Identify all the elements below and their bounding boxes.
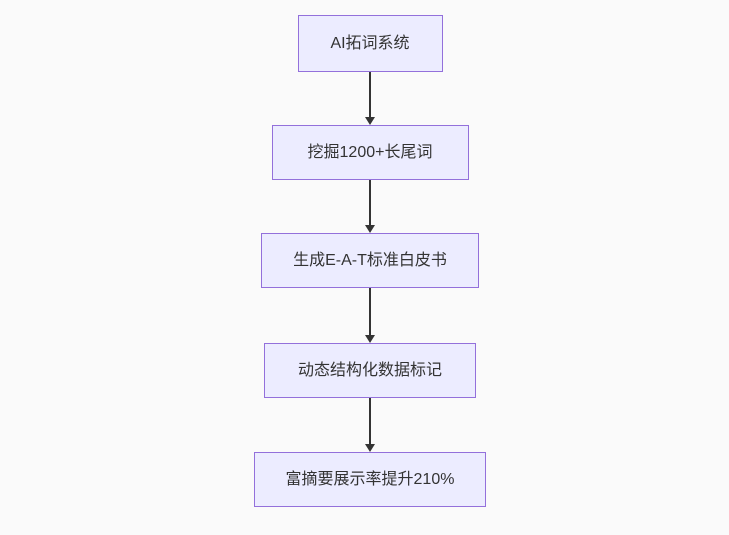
edge-line <box>369 288 371 335</box>
flowchart-edge <box>365 72 375 125</box>
flowchart-edge <box>365 398 375 452</box>
flowchart-node-longtail-mining: 挖掘1200+长尾词 <box>271 125 469 180</box>
flowchart: AI拓词系统 挖掘1200+长尾词 生成E-A-T标准白皮书 动态结构化数据标记… <box>254 15 486 507</box>
edge-line <box>369 72 371 117</box>
arrow-down-icon <box>365 225 375 233</box>
flowchart-node-structured-data-markup: 动态结构化数据标记 <box>264 343 476 398</box>
edge-line <box>369 180 371 225</box>
edge-line <box>369 398 371 444</box>
arrow-down-icon <box>365 117 375 125</box>
flowchart-edge <box>365 288 375 343</box>
arrow-down-icon <box>365 335 375 343</box>
flowchart-edge <box>365 180 375 233</box>
flowchart-node-ai-keyword-system: AI拓词系统 <box>297 15 443 72</box>
arrow-down-icon <box>365 444 375 452</box>
flowchart-node-eat-whitepaper: 生成E-A-T标准白皮书 <box>261 233 479 288</box>
flowchart-node-rich-snippet-result: 富摘要展示率提升210% <box>254 452 486 507</box>
